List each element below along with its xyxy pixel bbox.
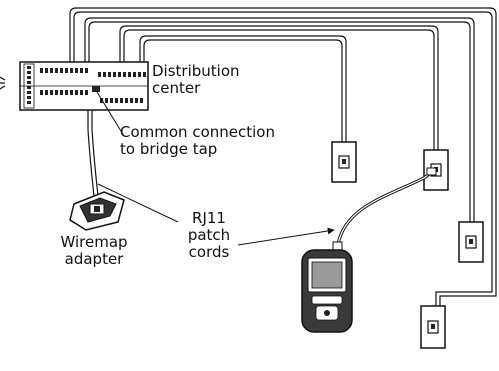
- common-label-line1: Common connection: [120, 123, 275, 141]
- leader-common-connection: [96, 91, 125, 137]
- wall-jack-bottom: [420, 305, 446, 349]
- cable-to-left-jack: [139, 35, 347, 142]
- rj11-label-line3: cords: [188, 243, 230, 261]
- wall-jack-right: [458, 221, 484, 263]
- terminal-pin: [108, 72, 111, 77]
- terminal-pin: [27, 66, 31, 69]
- terminal-pin: [80, 68, 83, 73]
- terminal-pin: [85, 68, 88, 73]
- terminal-pin: [135, 98, 138, 103]
- terminal-pin: [65, 68, 68, 73]
- terminal-pin: [65, 90, 68, 95]
- terminal-pin: [70, 68, 73, 73]
- distribution-label-line2: center: [152, 79, 201, 97]
- terminal-pin: [50, 90, 53, 95]
- cable-tester: [301, 241, 353, 333]
- terminal-pin: [45, 90, 48, 95]
- rj11-label-line2: patch: [187, 226, 231, 244]
- terminal-pin: [75, 68, 78, 73]
- distribution-center: [0, 61, 149, 111]
- terminal-pin: [130, 98, 133, 103]
- leader-rj11-to-patch-cord: [237, 227, 335, 246]
- distribution-center-label: Distribution center: [152, 63, 240, 97]
- terminal-pin: [128, 72, 131, 77]
- terminal-pin: [40, 90, 43, 95]
- cable-runs: [69, 7, 497, 306]
- terminal-pin: [98, 72, 101, 77]
- terminal-pin: [140, 98, 143, 103]
- terminal-pin: [118, 72, 121, 77]
- terminal-blocks: [27, 66, 146, 104]
- terminal-pin: [85, 90, 88, 95]
- terminal-pin: [27, 71, 31, 74]
- terminal-pin: [70, 90, 73, 95]
- terminal-pin: [27, 81, 31, 84]
- terminal-pin: [138, 72, 141, 77]
- terminal-pin: [110, 98, 113, 103]
- terminal-pin: [60, 68, 63, 73]
- terminal-pin: [40, 68, 43, 73]
- rj11-patch-cords-label: RJ11 patch cords: [178, 210, 240, 261]
- cable-to-right-jack: [84, 17, 475, 222]
- terminal-pin: [50, 68, 53, 73]
- terminal-pin: [125, 98, 128, 103]
- terminal-pin: [80, 90, 83, 95]
- terminal-pin: [55, 68, 58, 73]
- wiremap-adapter-label: Wiremap adapter: [48, 234, 140, 268]
- terminal-pin: [55, 90, 58, 95]
- terminal-pin: [27, 101, 31, 104]
- wiremap-adapter: [69, 191, 125, 231]
- rj11-patch-cord: [336, 167, 437, 245]
- common-label-line2: to bridge tap: [120, 140, 218, 158]
- common-connection-label: Common connection to bridge tap: [120, 124, 275, 158]
- distribution-label-line1: Distribution: [152, 62, 240, 80]
- terminal-pin: [143, 72, 146, 77]
- cable-to-wiremap: [87, 106, 95, 197]
- terminal-pin: [27, 76, 31, 79]
- wiremap-label-line1: Wiremap: [60, 233, 128, 251]
- terminal-pin: [75, 90, 78, 95]
- terminal-pin: [103, 72, 106, 77]
- terminal-pin: [115, 98, 118, 103]
- wall-jack-left: [331, 141, 357, 183]
- terminal-pin: [60, 90, 63, 95]
- terminal-pin: [123, 72, 126, 77]
- terminal-pin: [45, 68, 48, 73]
- terminal-pin: [27, 86, 31, 89]
- terminal-pin: [27, 96, 31, 99]
- rj11-label-line1: RJ11: [192, 209, 226, 227]
- leader-rj11-to-adapter-cord: [97, 183, 179, 223]
- leader-lines: [96, 91, 335, 246]
- terminal-pin: [133, 72, 136, 77]
- terminal-pin: [100, 98, 103, 103]
- wiremap-label-line2: adapter: [64, 250, 124, 268]
- cable-to-middle-jack: [119, 25, 439, 150]
- terminal-pin: [105, 98, 108, 103]
- terminal-pin: [113, 72, 116, 77]
- terminal-pin: [120, 98, 123, 103]
- cable-to-far-right-jack: [69, 7, 497, 306]
- terminal-pin: [27, 91, 31, 94]
